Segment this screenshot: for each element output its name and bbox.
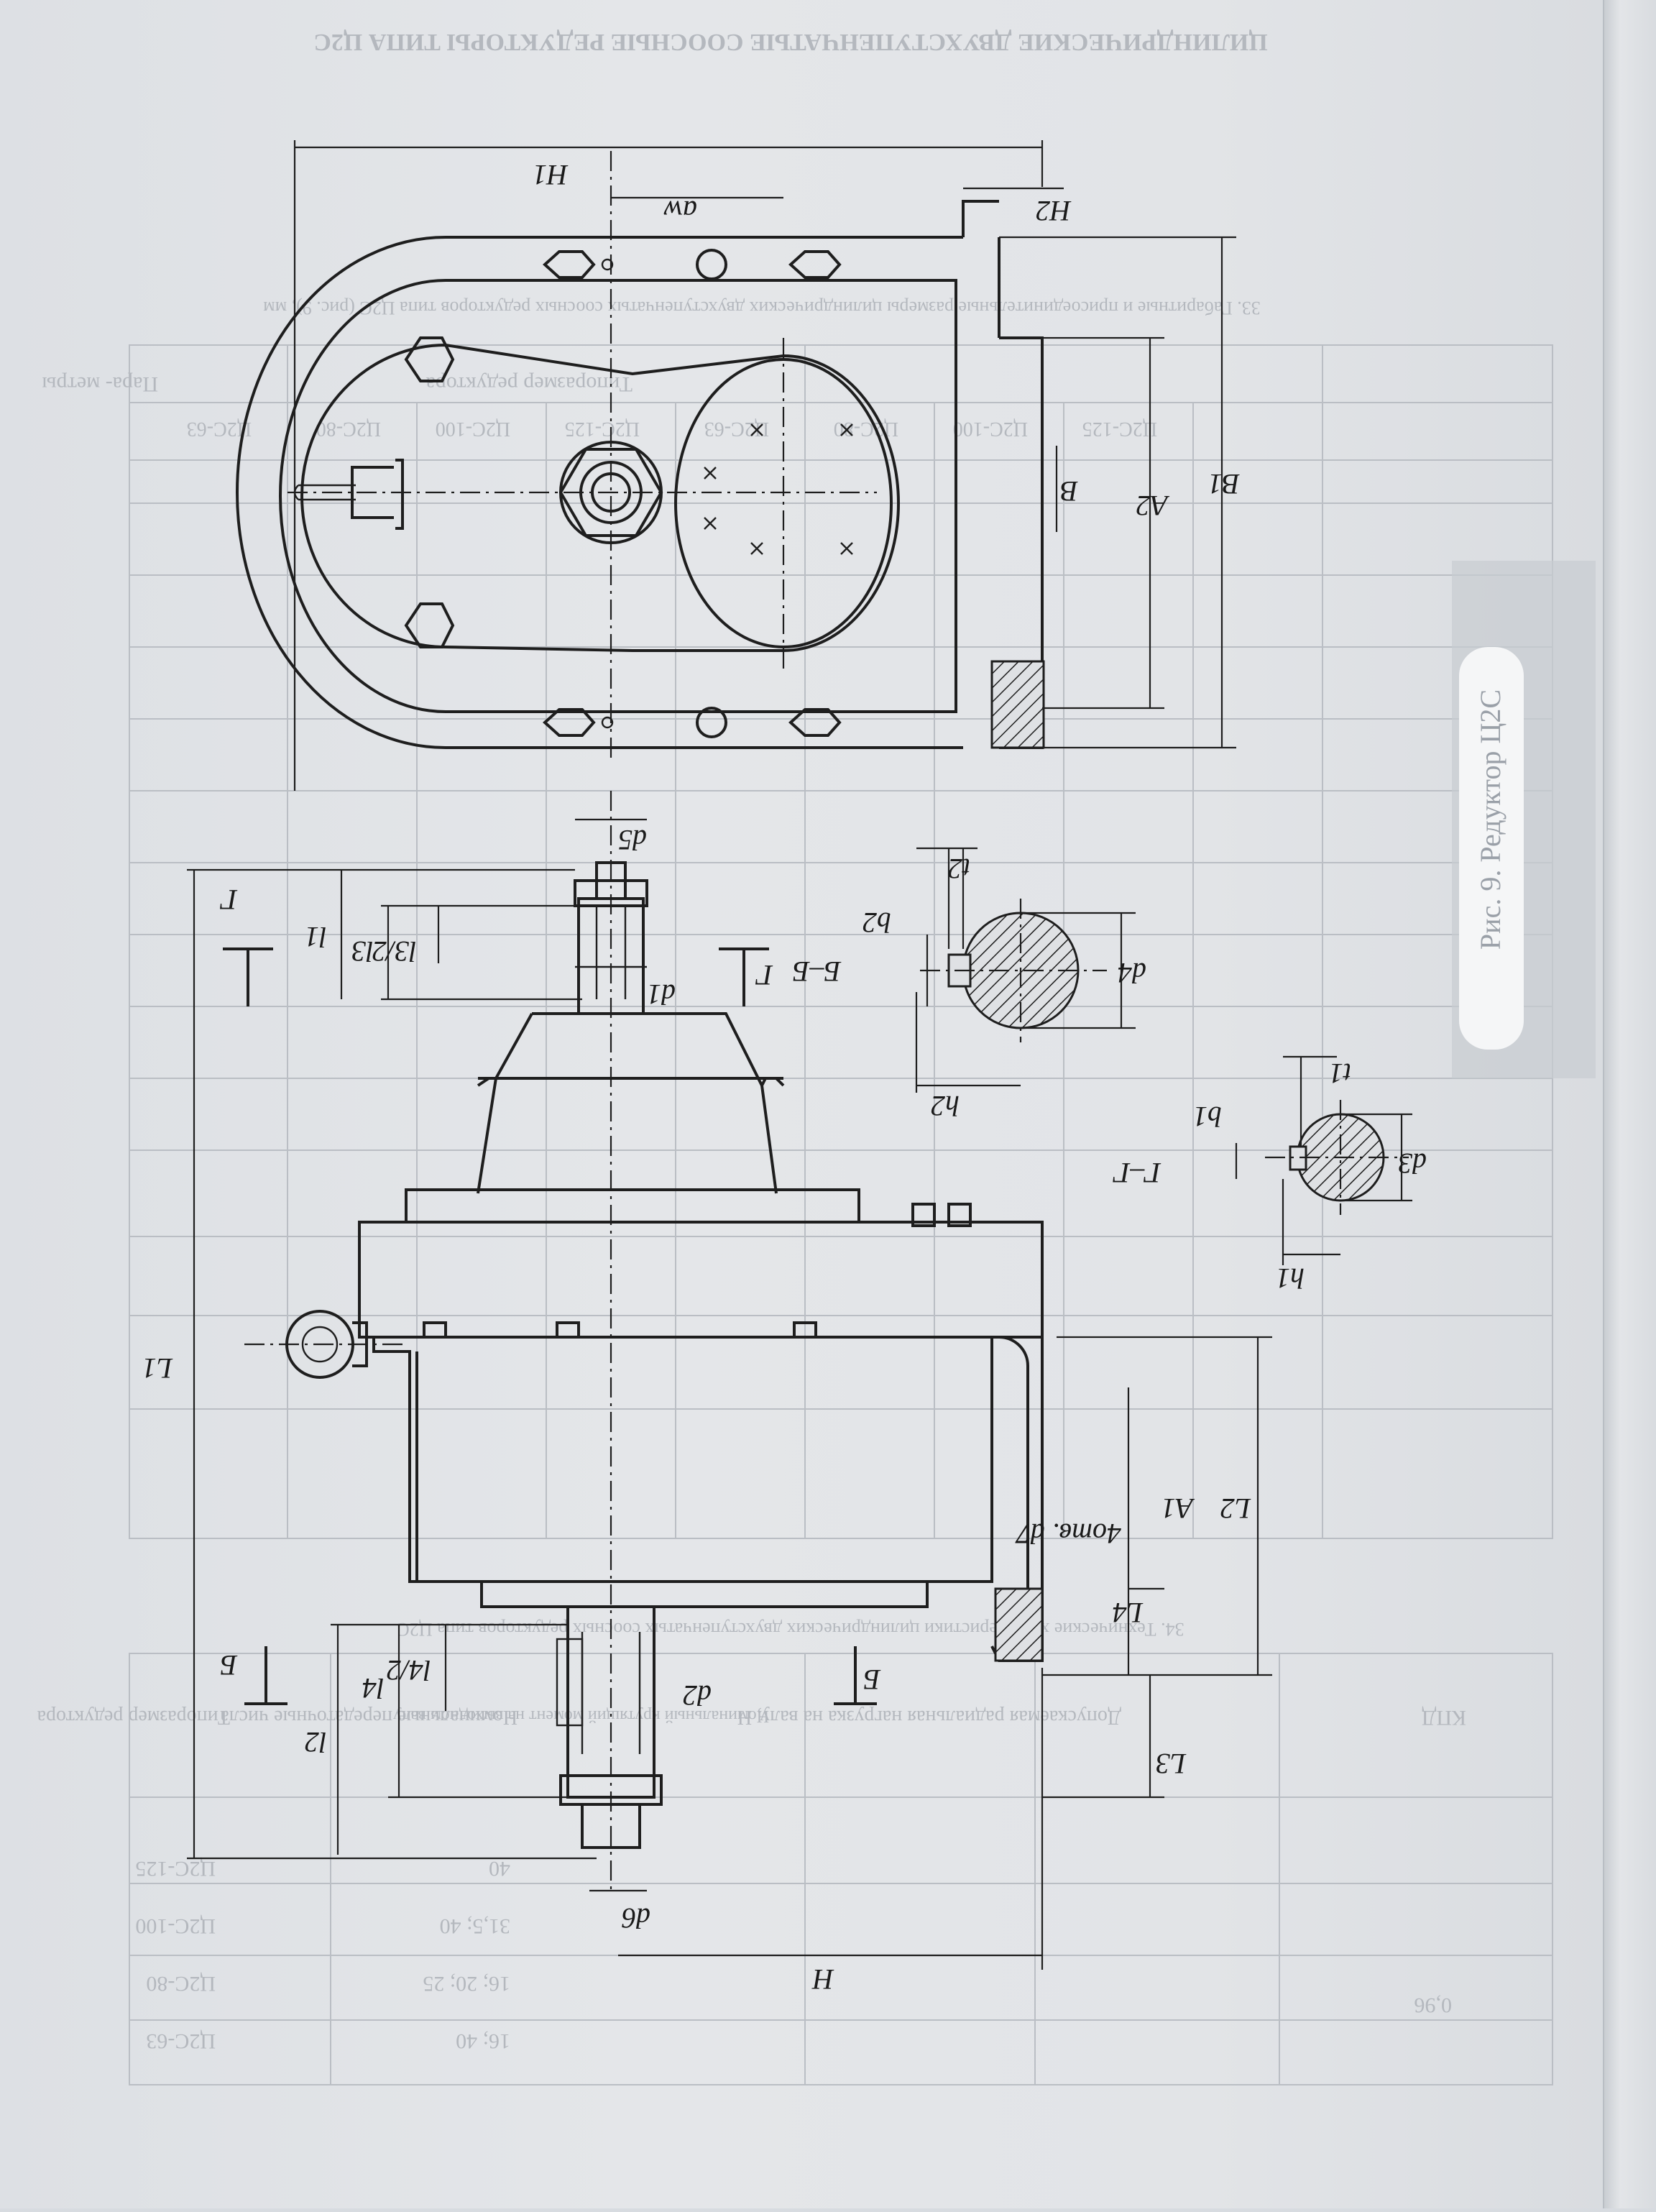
table34-row-3-ratio: 31,5; 40 — [440, 1914, 510, 1938]
dim-H1: H1 — [533, 159, 569, 191]
table34-row-4-type: Ц2С-125 — [135, 1857, 216, 1881]
dim-L2: L2 — [1220, 1492, 1251, 1525]
table33-caption: 33. Габаритные и присоединительные разме… — [263, 298, 1261, 318]
table33-col-size: Типоразмер редуктора — [426, 372, 632, 396]
technical-drawing: ЦИЛИНДРИЧЕСКИЕ ДВУХСТУПЕНЧАТЫЕ СООСНЫЕ Р… — [37, 29, 1596, 2085]
table34-col-eff: КПД — [1422, 1706, 1466, 1730]
section-GG-title: Г–Г — [1112, 1157, 1162, 1189]
table34-col-ratio: Номинальные передаточные числа — [220, 1706, 518, 1728]
dim-L3: L3 — [1156, 1748, 1187, 1780]
table33-size-5: Ц2С-63 — [704, 418, 769, 440]
dim-t1: t1 — [1329, 1057, 1351, 1090]
section-GG: Г–Г t1 b1 d3 h1 — [1112, 1055, 1427, 1295]
table33-size-4: Ц2С-125 — [565, 418, 640, 440]
dim-l2: l2 — [305, 1726, 327, 1758]
table33-size-row: Ц2С-63 Ц2С-80 Ц2С-100 Ц2С-125 Ц2С-63 Ц2С… — [187, 418, 1157, 440]
dim-A1: A1 — [1162, 1492, 1195, 1525]
table33-size-1: Ц2С-63 — [187, 418, 252, 440]
dim-l1: l1 — [305, 921, 327, 953]
dim-d4: d4 — [1118, 957, 1146, 989]
table34-row-1-eff: 0,96 — [1414, 1993, 1453, 2017]
table34-row-2-type: Ц2С-80 — [146, 1972, 216, 1996]
dim-d6: d6 — [622, 1902, 650, 1935]
table34-col-torque: Номинальный крутящий момент на выходном … — [393, 1707, 769, 1725]
dim-l4: l4 — [362, 1672, 385, 1704]
table34-row-3-type: Ц2С-100 — [135, 1914, 216, 1938]
dim-h2: h2 — [931, 1090, 960, 1122]
page-header: ЦИЛИНДРИЧЕСКИЕ ДВУХСТУПЕНЧАТЫЕ СООСНЫЕ Р… — [313, 29, 1267, 55]
table33-size-3: Ц2С-100 — [436, 418, 510, 440]
section-BB-title: Б–Б — [793, 955, 842, 988]
table33-col-param: Пара- метры — [42, 372, 158, 396]
dim-A2: A2 — [1136, 490, 1170, 522]
table33-size-7: Ц2С-100 — [953, 418, 1028, 440]
section-BB: Б–Б t2 b2 d4 h2 — [793, 847, 1146, 1122]
dim-d3: d3 — [1398, 1147, 1427, 1180]
front-view: Г Г Б Б d5 d1 l1 l3 l3/2 L1 A1 L2 4отв. … — [142, 791, 1272, 1996]
dim-l3-half: l3/2 — [372, 935, 417, 968]
dim-holes: 4отв. d7 — [1015, 1518, 1121, 1550]
dim-L1: L1 — [142, 1352, 173, 1385]
header-title: ЦИЛИНДРИЧЕСКИЕ ДВУХСТУПЕНЧАТЫЕ СООСНЫЕ Р… — [313, 29, 1267, 55]
table33-size-8: Ц2С-125 — [1082, 418, 1157, 440]
side-tab: Рис. 9. Редуктор Ц2С — [1452, 561, 1596, 1078]
dim-B1: B1 — [1208, 468, 1240, 500]
dim-b2: b2 — [862, 907, 891, 939]
table34-grid — [129, 1653, 1553, 2085]
dim-t2: t2 — [948, 853, 970, 885]
dim-l3: l3 — [351, 935, 374, 968]
table33-grid — [129, 344, 1553, 1539]
dim-b1: b1 — [1193, 1101, 1222, 1133]
table34-header: Типоразмер редуктора Номинальные передат… — [37, 1706, 1466, 1730]
dim-d2: d2 — [683, 1679, 712, 1712]
cut-G-left: Г — [219, 884, 238, 916]
dim-h1: h1 — [1276, 1262, 1305, 1295]
cut-G-right: Г — [755, 959, 773, 991]
dim-H2: H2 — [1036, 195, 1072, 227]
side-tab-text: Рис. 9. Редуктор Ц2С — [1474, 689, 1506, 950]
dim-l4-half: l4/2 — [387, 1654, 431, 1686]
table34-row-1-type: Ц2С-63 — [146, 2029, 216, 2053]
dim-H: H — [811, 1963, 834, 1996]
table34-row-1-ratio: 16; 40 — [456, 2029, 510, 2053]
table34-rows: Ц2С-63 16; 40 0,96 Ц2С-80 16; 20; 25 Ц2С… — [135, 1857, 1452, 2053]
table33-header: Пара- метры Типоразмер редуктора — [42, 372, 632, 396]
table34-caption: 34. Технические характеристики цилиндрич… — [397, 1619, 1184, 1640]
table34-caption-text: 34. Технические характеристики цилиндрич… — [397, 1619, 1184, 1640]
cut-B-right: Б — [863, 1663, 881, 1696]
table33-size-6: Ц2С-80 — [834, 418, 898, 440]
table33-caption-text: 33. Габаритные и присоединительные разме… — [263, 298, 1261, 318]
adjacent-page-edge — [1603, 0, 1656, 2208]
table34-col-load: Допускаемая радиальная нагрузка на валу,… — [737, 1706, 1121, 1728]
cut-B-left: Б — [220, 1649, 238, 1681]
table34-row-4-ratio: 40 — [489, 1857, 510, 1881]
dim-aw: aw — [663, 195, 697, 227]
table34-col-type: Типоразмер редуктора — [37, 1706, 230, 1728]
dim-L4: L4 — [1113, 1597, 1144, 1629]
book-page: ЦИЛИНДРИЧЕСКИЕ ДВУХСТУПЕНЧАТЫЕ СООСНЫЕ Р… — [0, 0, 1603, 2208]
top-view: H1 aw H2 B A2 B1 — [236, 140, 1240, 791]
table33-size-2: Ц2С-80 — [316, 418, 381, 440]
dim-d1: d1 — [647, 978, 676, 1011]
table34-row-2-ratio: 16; 20; 25 — [423, 1972, 510, 1996]
dim-d5: d5 — [618, 824, 647, 856]
dim-B: B — [1061, 475, 1078, 508]
